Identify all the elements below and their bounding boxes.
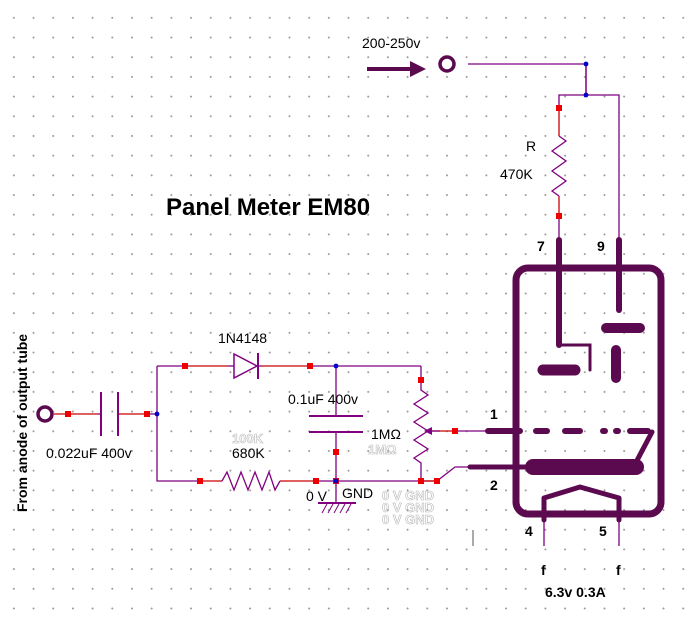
resistor-r [550,135,568,197]
junctions [154,61,589,484]
resistor-r-value: 470K [500,166,533,182]
pin-1-label: 1 [490,406,498,422]
em80-tube [467,237,665,523]
pin-4-label: 4 [525,523,533,539]
resistor-680k [221,470,281,492]
coupling-capacitor-label: 0.022uF 400v [46,445,132,461]
ground-symbol [318,502,356,514]
filter-capacitor-label: 0.1uF 400v [288,391,358,407]
supply-label: 200-250v [362,35,420,51]
ground-label: GND [342,485,373,501]
pin-2-label: 2 [490,477,498,493]
heater-rating: 6.3v 0.3A [545,584,606,600]
ghost-gnd-label-3: 0 V GND [382,512,434,527]
ghost-pot-label: 1MΩ [368,442,396,457]
heater-f-right: f [616,562,621,578]
supply-terminal [367,55,456,77]
pin-9-label: 9 [597,238,605,254]
diagram-title: Panel Meter EM80 [166,194,370,221]
input-label: From anode of output tube [14,334,30,512]
arrow-right-icon [410,61,426,77]
potentiometer-label: 1MΩ [371,426,401,442]
input-terminal-icon [36,405,54,423]
heater-f-left: f [541,562,546,578]
potentiometer-1m [412,380,440,470]
labels: 200-250v R 470K Panel Meter EM80 1N4148 … [14,35,621,600]
ground-voltage-label: 0 V [306,488,328,504]
terminal-nodes [65,105,562,484]
ghost-gnd-label-2: 0 V GND [382,500,434,515]
diode-1n4148 [228,352,262,380]
pin-7-label: 7 [537,238,545,254]
ghost-gnd-label-1: 0 V GND [382,488,434,503]
resistor-r-ref: R [526,138,536,154]
filter-capacitor [309,415,363,433]
pin-5-label: 5 [599,523,607,539]
supply-terminal-icon [438,55,456,73]
ghost-res-label: 100K [232,431,264,446]
coupling-capacitor [98,392,120,436]
resistor-680k-label: 680K [232,445,265,461]
ghost-marks: 100K 1MΩ 0 V GND 0 V GND 0 V GND [232,431,474,546]
wires [54,63,620,546]
diode-label: 1N4148 [218,330,267,346]
